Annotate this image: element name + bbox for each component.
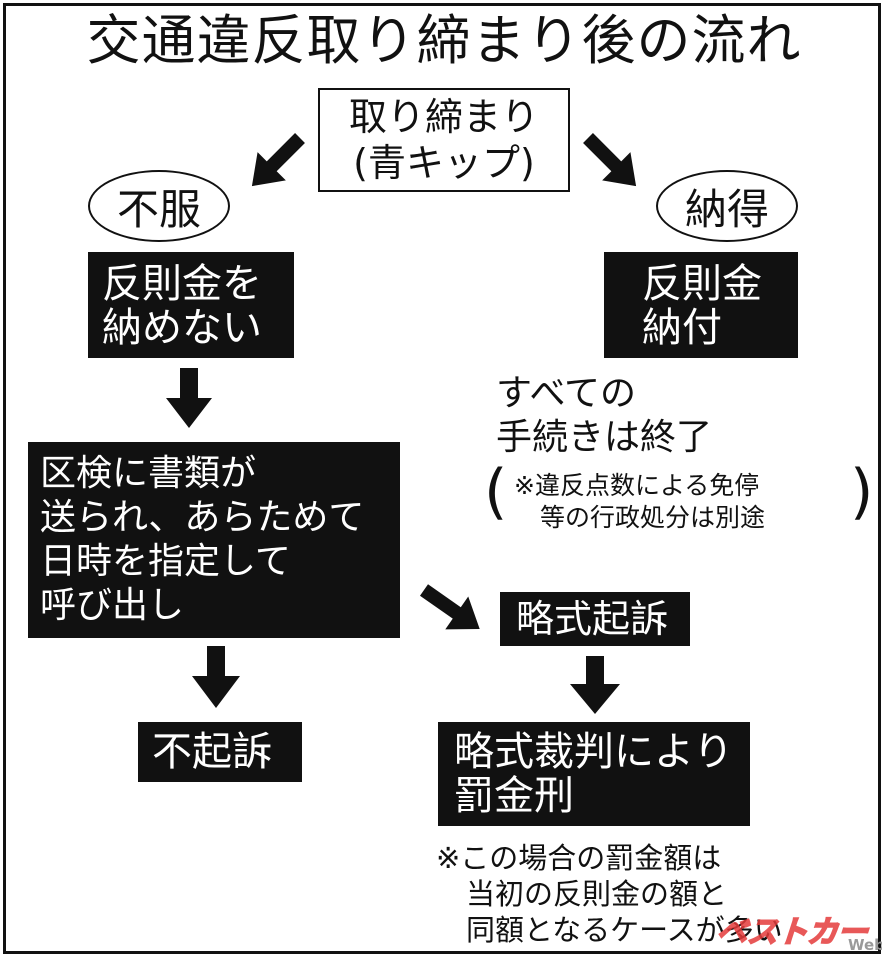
admin-penalty-note-line2: 等の行政処分は別途 bbox=[540, 503, 766, 532]
box-fine-paid: 反則金 納付 bbox=[604, 252, 798, 358]
arrow-to-nattoku bbox=[583, 133, 637, 187]
note-paren-close: ) bbox=[850, 457, 874, 527]
box-summons-line1: 区検に書類が bbox=[40, 453, 257, 494]
box-summons-line3: 日時を指定して bbox=[40, 541, 291, 582]
arrow-to-summary-indictment bbox=[419, 584, 480, 630]
admin-penalty-note: ※違反点数による免停 等の行政処分は別途 bbox=[514, 470, 765, 534]
box-summary-indictment-label: 略式起訴 bbox=[516, 597, 669, 641]
arrow-to-fufuku bbox=[251, 133, 305, 187]
box-not-paying-line2: 納めない bbox=[102, 305, 262, 351]
arrow-down-to-summons bbox=[166, 368, 212, 428]
svg-text:ベストカー: ベストカー bbox=[714, 915, 876, 950]
box-non-prosecution: 不起訴 bbox=[138, 722, 302, 782]
fine-amount-note: ※この場合の罰金額は 当初の反則金の額と 同額となるケースが多い bbox=[436, 840, 783, 948]
oval-nattoku: 納得 bbox=[656, 170, 798, 242]
oval-fufuku-label: 不服 bbox=[116, 184, 201, 234]
start-node-line1: 取り締まり bbox=[348, 95, 539, 139]
start-node-line2: (青キップ) bbox=[353, 141, 535, 185]
procedure-end-line1: すべての bbox=[496, 373, 637, 414]
box-summons-line2: 送られ、あらためて bbox=[40, 497, 365, 538]
fine-amount-note-line2: 当初の反則金の額と bbox=[466, 877, 728, 911]
box-fine-paid-line1: 反則金 bbox=[642, 261, 762, 307]
procedure-end-text: すべての 手続きは終了 bbox=[496, 372, 712, 460]
bestcar-web-logo: ベストカー Web bbox=[706, 906, 885, 956]
fine-amount-note-line3: 同額となるケースが多い bbox=[466, 913, 783, 947]
box-fine-sentence: 略式裁判により 罰金刑 bbox=[438, 722, 750, 826]
box-not-paying-line1: 反則金を bbox=[102, 261, 262, 307]
box-non-prosecution-label: 不起訴 bbox=[152, 729, 272, 775]
svg-text:Web: Web bbox=[848, 936, 882, 954]
box-fine-sentence-line2: 罰金刑 bbox=[454, 773, 574, 819]
diagram-title: 交通違反取り締まり後の流れ bbox=[86, 9, 802, 72]
box-summary-indictment: 略式起訴 bbox=[500, 592, 690, 646]
diagram-frame bbox=[3, 3, 881, 954]
procedure-end-line2: 手続きは終了 bbox=[496, 417, 713, 458]
box-summons-line4: 呼び出し bbox=[40, 585, 185, 626]
arrow-down-to-non-prosecution bbox=[192, 646, 240, 708]
note-paren-open: ( bbox=[484, 457, 508, 527]
oval-fufuku: 不服 bbox=[88, 170, 230, 242]
fine-amount-note-line1: ※この場合の罰金額は bbox=[436, 841, 722, 875]
arrow-down-to-fine-sentence bbox=[570, 656, 620, 714]
box-fine-paid-line2: 納付 bbox=[642, 305, 722, 351]
box-fine-sentence-line1: 略式裁判により bbox=[454, 729, 734, 775]
logo-mark: ベストカー Web bbox=[713, 914, 885, 954]
box-summons: 区検に書類が 送られ、あらためて 日時を指定して 呼び出し bbox=[28, 442, 400, 638]
box-not-paying: 反則金を 納めない bbox=[88, 252, 294, 358]
start-node: 取り締まり (青キップ) bbox=[318, 88, 570, 192]
oval-nattoku-label: 納得 bbox=[684, 184, 769, 234]
admin-penalty-note-line1: ※違反点数による免停 bbox=[514, 471, 760, 500]
